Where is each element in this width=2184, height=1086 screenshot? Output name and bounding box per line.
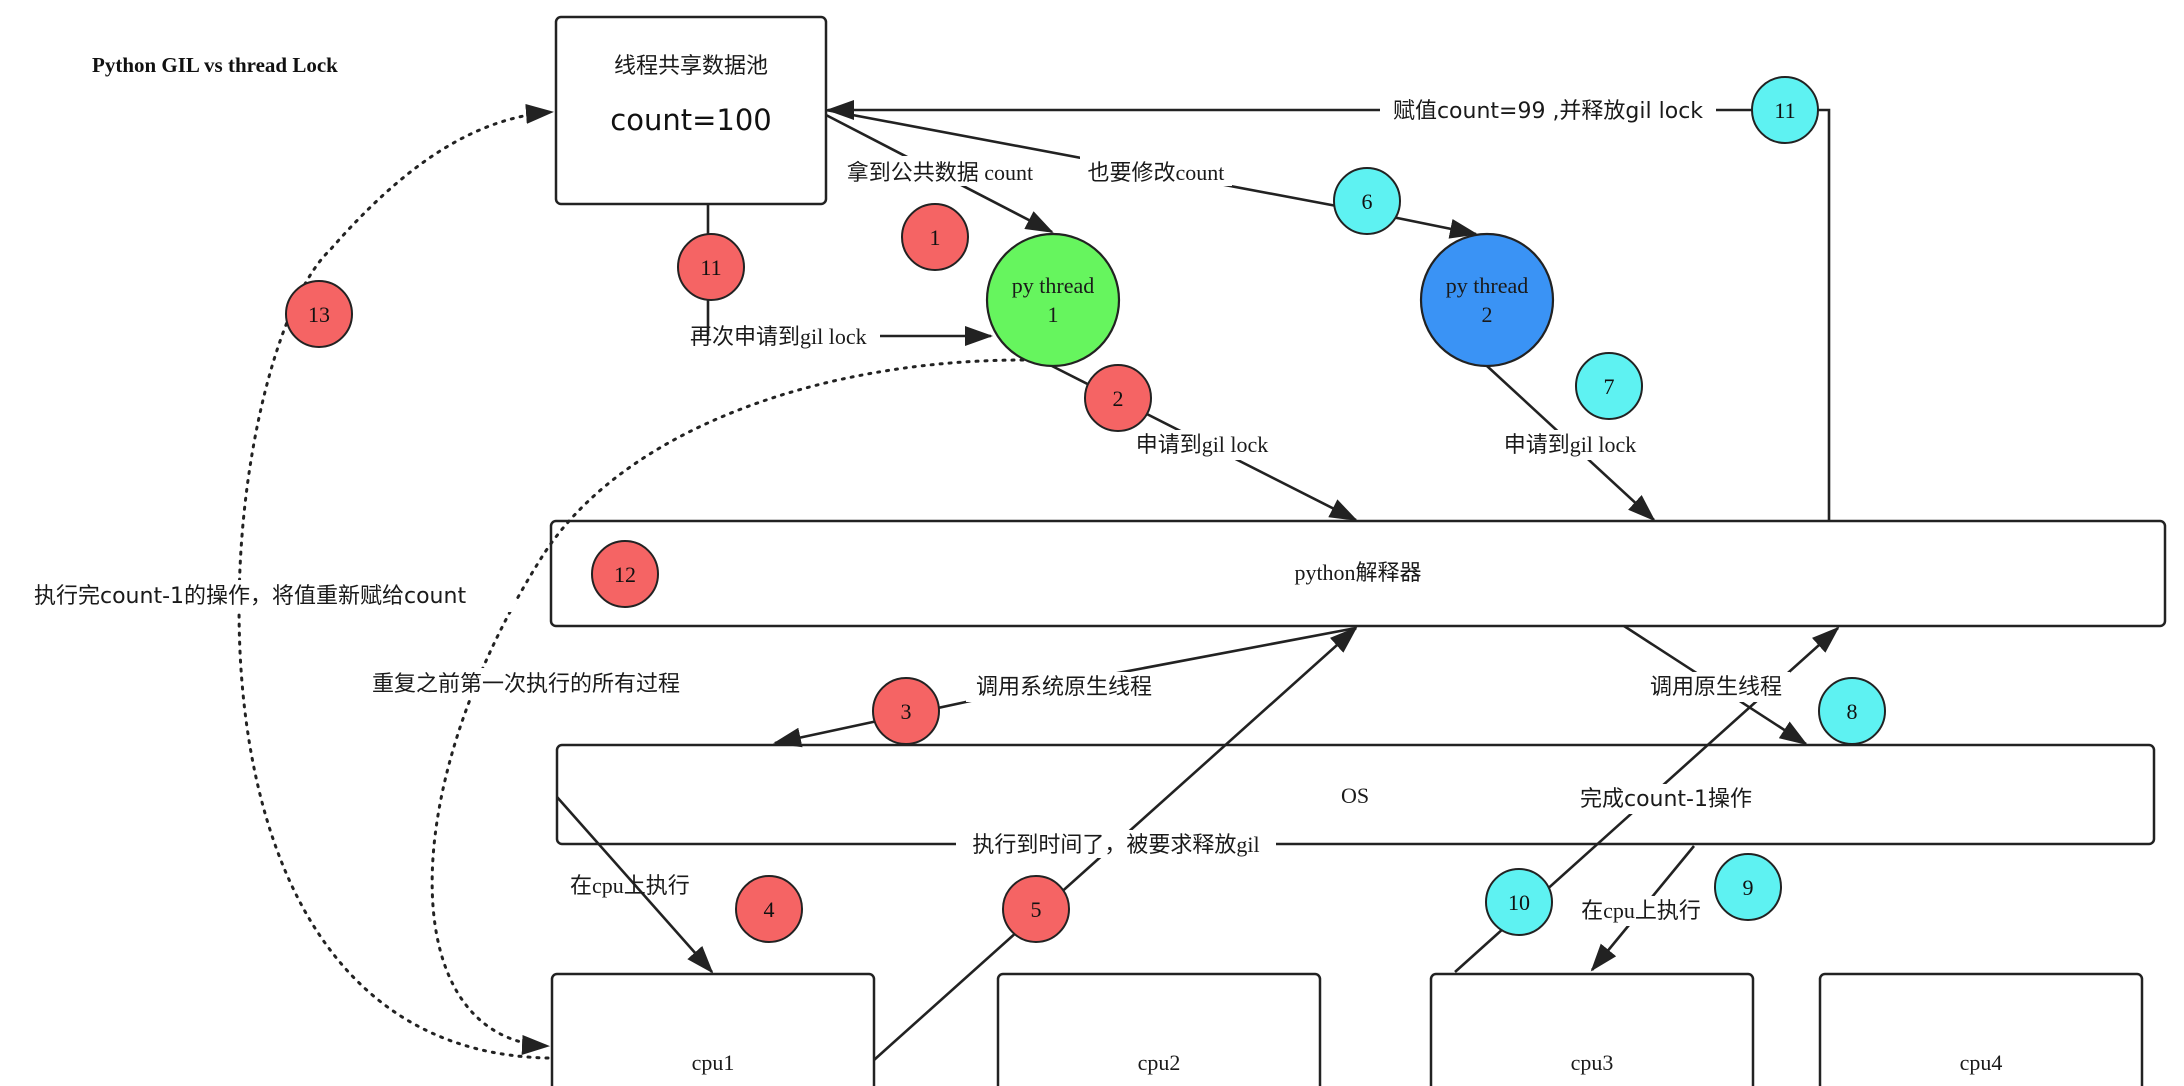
svg-text:2: 2 <box>1113 386 1124 411</box>
svg-text:11: 11 <box>1774 98 1795 123</box>
cpu3-box: cpu3 <box>1429 972 1755 1086</box>
step-badge-11-left: 11 <box>677 233 745 301</box>
label-run-on-cpu-1: 在cpu上执行 <box>570 873 690 898</box>
cpu2-label: cpu2 <box>1138 1050 1181 1075</box>
thread2-label-line2: 2 <box>1482 302 1493 327</box>
label-assign-release: 赋值count=99 ,并释放gil lock <box>1393 99 1703 124</box>
thread2-label-line1: py thread <box>1446 273 1528 298</box>
step-badge-12: 12 <box>591 540 659 608</box>
cpu4-box: cpu4 <box>1818 972 2144 1086</box>
diagram-title: Python GIL vs thread Lock <box>92 53 338 77</box>
svg-text:3: 3 <box>901 699 912 724</box>
svg-text:6: 6 <box>1362 189 1373 214</box>
svg-text:10: 10 <box>1508 890 1530 915</box>
label-complete-op: 完成count-1操作 <box>1580 787 1752 812</box>
step-badge-13: 13 <box>285 280 353 348</box>
label-also-modify: 也要修改count <box>1088 160 1225 185</box>
svg-text:11: 11 <box>700 255 721 280</box>
svg-text:4: 4 <box>764 897 775 922</box>
edge-run-on-cpu-1 <box>556 796 714 974</box>
step-badge-2: 2 <box>1084 364 1152 432</box>
interpreter-label: python解释器 <box>1294 560 1421 585</box>
label-repeat-all: 重复之前第一次执行的所有过程 <box>372 671 680 696</box>
shared-data-pool: 线程共享数据池 count=100 <box>554 15 828 206</box>
svg-text:5: 5 <box>1031 897 1042 922</box>
svg-text:1: 1 <box>930 225 941 250</box>
os-box: OS <box>555 743 2156 846</box>
step-badge-1: 1 <box>901 203 969 271</box>
label-reapply-gil: 再次申请到gil lock <box>690 324 867 349</box>
svg-text:7: 7 <box>1604 374 1615 399</box>
thread1-label-line1: py thread <box>1012 273 1094 298</box>
label-run-on-cpu-2: 在cpu上执行 <box>1581 898 1701 923</box>
label-time-up: 执行到时间了，被要求释放gil <box>972 832 1259 857</box>
label-call-native: 调用原生线程 <box>1650 674 1782 699</box>
step-badge-8: 8 <box>1818 677 1886 745</box>
dotted-repeat-all <box>430 358 1025 1055</box>
cpu3-label: cpu3 <box>1571 1050 1614 1075</box>
pool-title: 线程共享数据池 <box>614 54 768 79</box>
step-badge-4: 4 <box>735 875 803 943</box>
os-label: OS <box>1341 783 1369 808</box>
thread1-label-line2: 1 <box>1048 302 1059 327</box>
label-apply-gil-2: 申请到gil lock <box>1504 432 1637 457</box>
step-badge-6: 6 <box>1333 167 1401 235</box>
svg-text:8: 8 <box>1847 699 1858 724</box>
label-apply-gil-1: 申请到gil lock <box>1136 432 1269 457</box>
step-badge-7: 7 <box>1575 352 1643 420</box>
dotted-exec-done <box>237 103 554 1060</box>
svg-text:12: 12 <box>614 562 636 587</box>
label-take-count: 拿到公共数据 count <box>847 160 1033 185</box>
step-badge-10: 10 <box>1485 868 1553 936</box>
python-interpreter-box: python解释器 <box>549 519 2167 628</box>
cpu1-box: cpu1 <box>550 972 876 1086</box>
edge-assign-release <box>826 100 1831 521</box>
step-badge-3: 3 <box>872 677 940 745</box>
cpu2-box: cpu2 <box>996 972 1322 1086</box>
svg-text:9: 9 <box>1743 875 1754 900</box>
label-exec-done: 执行完count-1的操作，将值重新赋给count <box>34 584 466 609</box>
step-badge-9: 9 <box>1714 853 1782 921</box>
step-badge-11-right: 11 <box>1751 76 1819 144</box>
svg-text:13: 13 <box>308 302 330 327</box>
pool-count: count=100 <box>610 103 771 137</box>
py-thread-1: py thread 1 <box>985 232 1121 368</box>
cpu1-label: cpu1 <box>692 1050 735 1075</box>
label-call-native-sys: 调用系统原生线程 <box>976 674 1152 699</box>
cpu4-label: cpu4 <box>1960 1050 2003 1075</box>
step-badge-5: 5 <box>1002 875 1070 943</box>
py-thread-2: py thread 2 <box>1419 232 1555 368</box>
